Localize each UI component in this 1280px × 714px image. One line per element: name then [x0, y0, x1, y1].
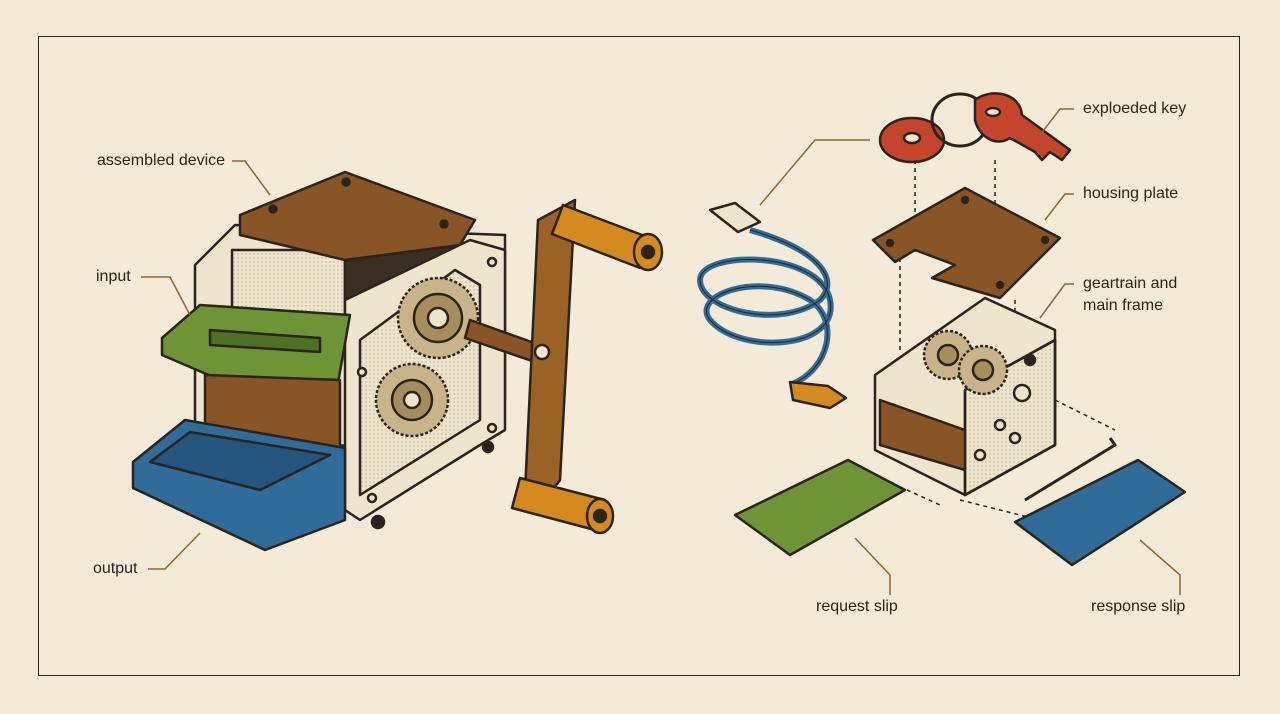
device-gear-lower: [374, 362, 450, 438]
response-slip: [1013, 458, 1187, 567]
leader-output: [148, 532, 201, 570]
leader-assembled-device: [232, 160, 271, 196]
diagram-border: [38, 36, 1240, 676]
leader-housing-plate: [1044, 193, 1074, 221]
label-output: output: [93, 560, 138, 577]
label-request-slip: request slip: [816, 598, 898, 615]
leader-exploded-key: [1039, 108, 1074, 136]
device-gear-upper: [396, 276, 480, 360]
cable: [697, 201, 848, 410]
label-response-slip: response slip: [1091, 598, 1186, 615]
geartrain-main-frame: [873, 296, 1057, 497]
exploded-key: [878, 92, 1072, 164]
leader-lines: [141, 108, 1181, 595]
leader-cable: [759, 139, 870, 206]
leader-response-slip: [1139, 539, 1181, 595]
request-slip: [733, 458, 907, 557]
housing-plate: [871, 186, 1062, 300]
exploded-view: [697, 92, 1187, 567]
leader-input: [141, 276, 191, 316]
leader-request-slip: [854, 537, 891, 595]
label-assembled-device: assembled device: [97, 152, 226, 169]
label-geartrain-main-frame: geartrain and main frame: [1083, 275, 1178, 315]
label-input: input: [96, 268, 131, 285]
leader-geartrain: [1039, 283, 1074, 319]
label-exploded-key: exploeded key: [1083, 100, 1187, 117]
label-housing-plate: housing plate: [1083, 185, 1179, 202]
assembled-device: [131, 170, 664, 552]
cable-connector-bottom: [788, 380, 848, 410]
cable-connector-top: [708, 201, 762, 234]
wire-bracket: [1024, 437, 1117, 502]
